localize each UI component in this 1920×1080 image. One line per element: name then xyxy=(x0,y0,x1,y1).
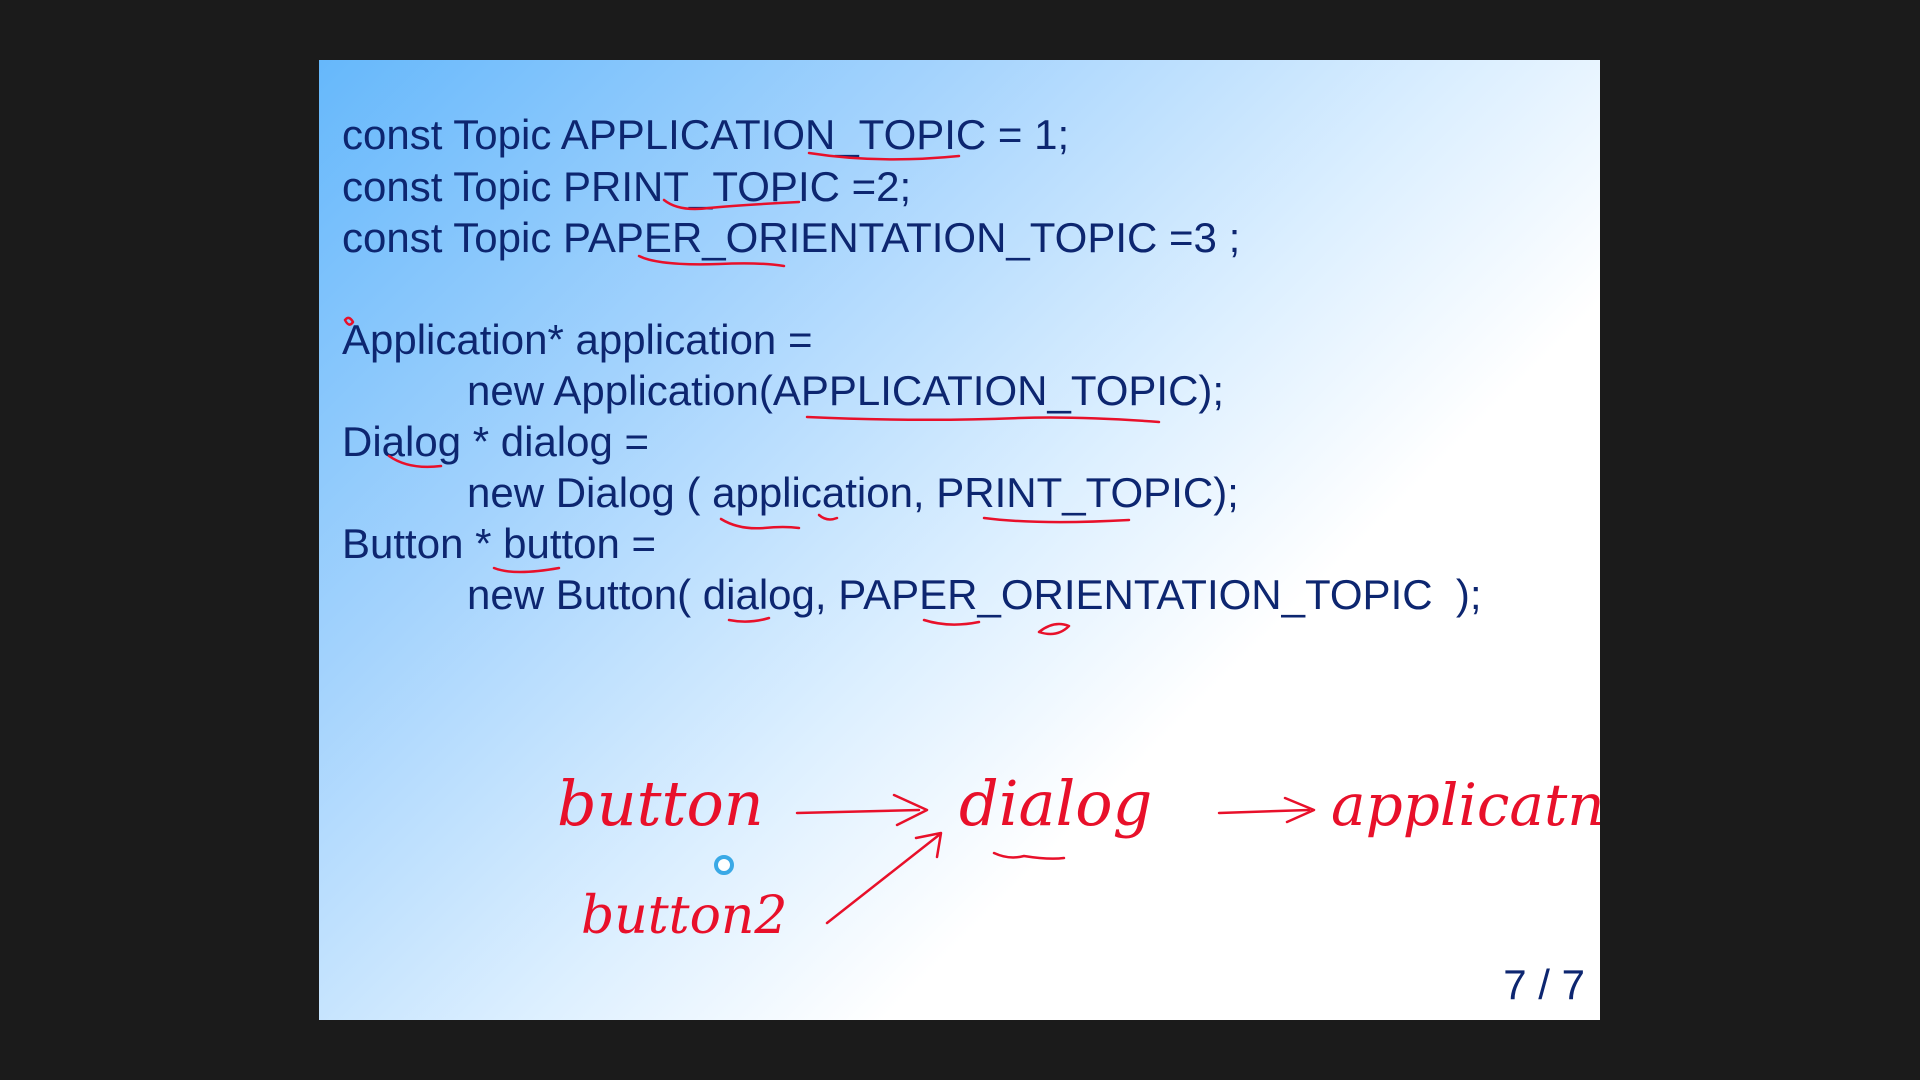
ink-underline-print xyxy=(982,516,1131,524)
ink-arrowhead-2 xyxy=(1283,796,1316,824)
slide: const Topic APPLICATION_TOPIC = 1; const… xyxy=(319,60,1600,1020)
ink-arrow-button2-dialog xyxy=(825,833,941,925)
code-line-1: const Topic APPLICATION_TOPIC = 1; xyxy=(342,111,1070,158)
code-line-9: new Button( dialog, PAPER_ORIENTATION_TO… xyxy=(467,571,1482,618)
ink-arrowhead-3 xyxy=(914,831,943,859)
code-line-8: Button * button = xyxy=(342,520,657,567)
ink-word-dialog: dialog xyxy=(959,767,1152,840)
ink-underline-paper xyxy=(922,618,981,626)
ink-word-button: button xyxy=(557,767,764,840)
ink-dialog-underline xyxy=(992,851,1066,860)
code-line-4: Application* application = xyxy=(342,316,813,363)
code-line-3: const Topic PAPER_ORIENTATION_TOPIC =3 ; xyxy=(342,214,1241,261)
cursor-dot-icon xyxy=(714,855,734,875)
code-line-2: const Topic PRINT_TOPIC =2; xyxy=(342,163,912,210)
page-number: 7 / 7 xyxy=(1503,961,1585,1008)
ink-arrowhead-1 xyxy=(892,793,929,827)
code-line-7: new Dialog ( application, PRINT_TOPIC); xyxy=(467,469,1239,516)
code-line-6: Dialog * dialog = xyxy=(342,418,650,465)
ink-word-button2: button2 xyxy=(581,886,787,946)
ink-arrow-dialog-application xyxy=(1217,808,1311,815)
ink-word-application: applicatn xyxy=(1331,771,1600,839)
ink-underline-application-topic-2 xyxy=(805,415,1161,424)
code-line-5: new Application(APPLICATION_TOPIC); xyxy=(467,367,1225,414)
ink-mark-orientation xyxy=(1037,622,1071,636)
ink-underline-application xyxy=(719,517,801,530)
ink-arrow-button-dialog xyxy=(795,808,921,815)
